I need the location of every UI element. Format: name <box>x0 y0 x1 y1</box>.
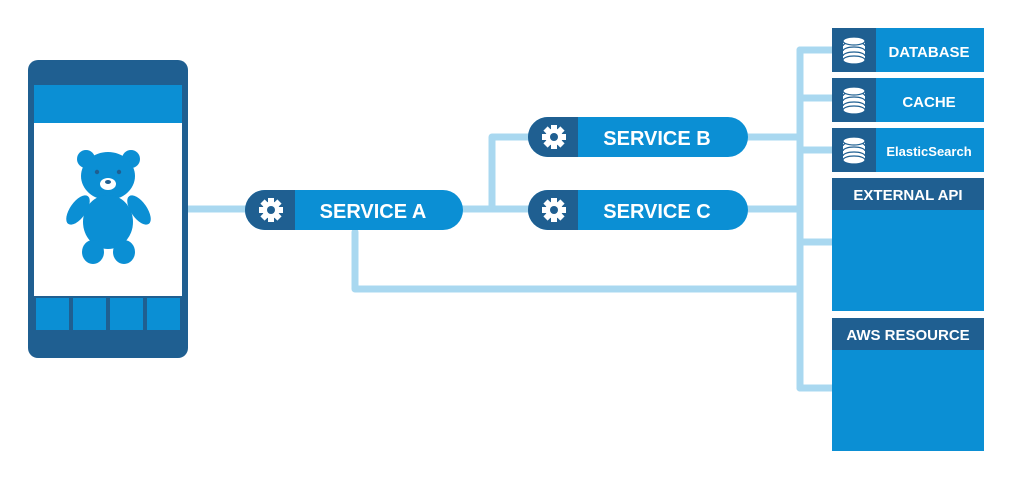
database-icon <box>842 136 866 165</box>
phone-tab <box>147 298 180 330</box>
teddy-bear-icon <box>66 150 151 264</box>
service-b-node: SERVICE B <box>528 117 748 157</box>
datastore-label: DATABASE <box>888 44 969 61</box>
gear-icon <box>259 198 283 222</box>
aws-resource-block: AWS RESOURCE <box>832 318 984 451</box>
datastore-label: CACHE <box>902 94 955 111</box>
datastore-cache: CACHE <box>832 78 984 122</box>
phone-tab <box>73 298 106 330</box>
gear-icon <box>542 125 566 149</box>
phone-header-bar <box>34 85 182 123</box>
external-api-block: EXTERNAL API <box>832 178 984 311</box>
datastore-elasticsearch: ElasticSearch <box>832 128 984 172</box>
database-icon <box>842 86 866 115</box>
aws-resource-label: AWS RESOURCE <box>846 327 969 344</box>
service-a-node: SERVICE A <box>245 190 463 230</box>
connector-service-a-aws <box>351 228 804 293</box>
service-c-node: SERVICE C <box>528 190 748 230</box>
connectors <box>184 46 836 392</box>
service-a-label: SERVICE A <box>320 201 427 223</box>
phone-tab <box>36 298 69 330</box>
external-api-label: EXTERNAL API <box>853 187 962 204</box>
connector-service-a-service-b <box>488 133 534 213</box>
phone-tab-bar <box>36 298 180 330</box>
phone-tab <box>110 298 143 330</box>
datastore-label: ElasticSearch <box>886 144 971 159</box>
datastore-database: DATABASE <box>832 28 984 72</box>
gear-icon <box>542 198 566 222</box>
service-c-label: SERVICE C <box>603 201 710 223</box>
mobile-phone <box>28 60 188 358</box>
database-icon <box>842 36 866 65</box>
service-b-label: SERVICE B <box>603 128 710 150</box>
